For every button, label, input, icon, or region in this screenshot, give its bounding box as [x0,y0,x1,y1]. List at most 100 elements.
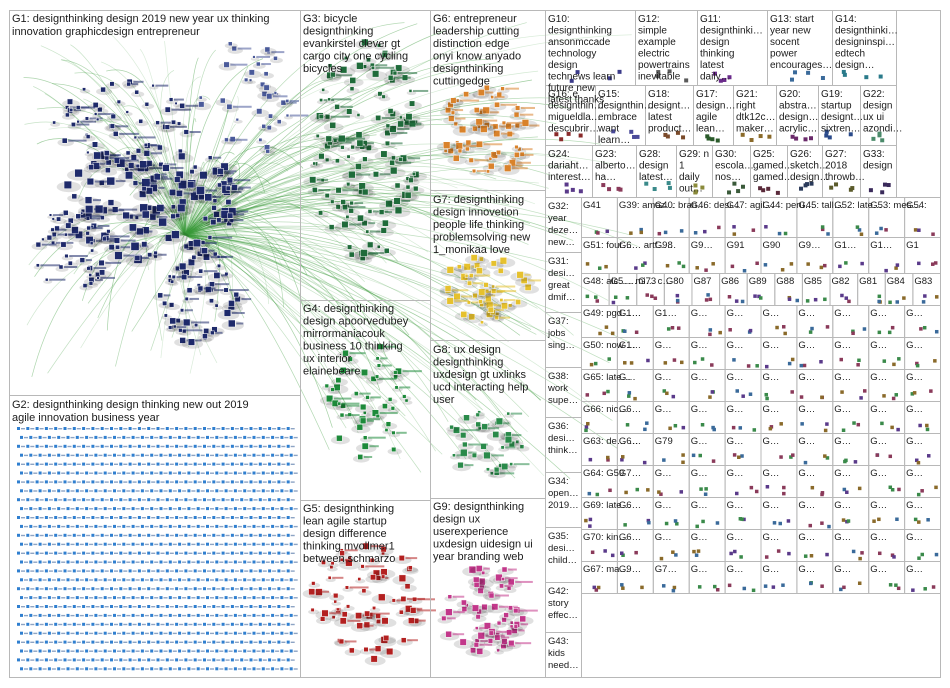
graph-node[interactable] [896,586,901,591]
graph-node[interactable] [140,613,144,617]
graph-node[interactable] [790,357,795,362]
graph-node[interactable] [348,170,356,179]
graph-node[interactable] [884,268,888,273]
graph-node[interactable] [147,658,151,662]
graph-node[interactable] [141,210,150,219]
graph-node[interactable] [710,390,715,394]
graph-node[interactable] [340,145,345,150]
graph-node[interactable] [240,516,244,519]
graph-node[interactable] [163,313,168,318]
graph-node[interactable] [249,516,253,519]
graph-node[interactable] [407,565,413,571]
graph-node[interactable] [71,193,78,200]
graph-node[interactable] [209,281,215,288]
graph-node[interactable] [629,231,633,235]
graph-node[interactable] [44,498,48,502]
graph-node[interactable] [258,498,262,502]
graph-node[interactable] [131,435,135,439]
graph-node[interactable] [95,117,100,122]
graph-node[interactable] [268,569,272,573]
graph-node[interactable] [443,141,451,149]
graph-node[interactable] [277,587,281,591]
graph-node[interactable] [224,489,228,493]
graph-node[interactable] [264,46,271,53]
graph-node[interactable] [66,578,70,582]
graph-node[interactable] [66,489,70,493]
graph-node[interactable] [820,75,825,80]
graph-node[interactable] [736,189,741,194]
graph-node[interactable] [184,296,189,301]
graph-node[interactable] [478,299,483,304]
graph-node[interactable] [271,524,275,528]
graph-node[interactable] [364,610,371,617]
graph-node[interactable] [799,363,804,368]
graph-node[interactable] [252,435,256,439]
graph-node[interactable] [445,608,453,616]
graph-node[interactable] [212,640,216,644]
graph-node[interactable] [886,183,891,188]
graph-node[interactable] [29,507,33,511]
graph-node[interactable] [261,489,265,493]
graph-node[interactable] [103,471,107,475]
graph-node[interactable] [109,123,115,129]
graph-node[interactable] [54,427,58,430]
graph-node[interactable] [168,471,172,475]
graph-node[interactable] [834,182,839,187]
graph-node[interactable] [289,596,293,600]
graph-node[interactable] [230,498,234,502]
graph-node[interactable] [803,460,808,465]
graph-node[interactable] [481,603,488,611]
graph-node[interactable] [240,640,244,644]
graph-node[interactable] [271,560,275,564]
graph-node[interactable] [178,613,182,617]
graph-node[interactable] [794,136,799,141]
graph-node[interactable] [113,435,116,439]
graph-node[interactable] [159,435,163,439]
graph-node[interactable] [330,71,336,78]
graph-node[interactable] [595,492,600,497]
graph-node[interactable] [91,569,95,573]
graph-node[interactable] [280,560,284,564]
graph-node[interactable] [215,435,219,439]
graph-node[interactable] [217,263,222,268]
graph-node[interactable] [446,297,454,305]
graph-node[interactable] [249,587,253,591]
graph-node[interactable] [103,613,107,617]
graph-node[interactable] [57,560,61,564]
graph-node[interactable] [196,489,200,493]
graph-node[interactable] [211,205,217,211]
graph-node[interactable] [203,498,206,502]
graph-node[interactable] [258,658,262,662]
graph-node[interactable] [58,264,64,270]
graph-node[interactable] [165,533,169,537]
graph-node[interactable] [91,551,95,555]
graph-node[interactable] [193,462,197,466]
graph-node[interactable] [63,587,67,591]
graph-node[interactable] [921,300,926,304]
graph-node[interactable] [286,605,290,608]
graph-node[interactable] [673,519,678,523]
graph-node[interactable] [196,560,200,564]
graph-node[interactable] [607,357,611,361]
graph-node[interactable] [700,357,705,361]
graph-node[interactable] [501,577,505,581]
graph-node[interactable] [119,551,123,555]
graph-node[interactable] [165,658,169,662]
graph-node[interactable] [268,444,272,448]
graph-node[interactable] [193,444,197,448]
graph-node[interactable] [258,569,262,573]
graph-node[interactable] [286,427,290,430]
graph-node[interactable] [918,423,922,428]
graph-node[interactable] [286,533,290,537]
graph-node[interactable] [349,647,355,654]
graph-node[interactable] [113,596,116,600]
graph-node[interactable] [47,542,51,546]
graph-node[interactable] [75,596,79,600]
graph-node[interactable] [701,519,705,524]
graph-node[interactable] [171,119,176,125]
graph-node[interactable] [141,241,148,248]
graph-node[interactable] [224,435,228,439]
graph-node[interactable] [616,186,621,191]
graph-node[interactable] [75,542,79,546]
graph-node[interactable] [147,516,151,519]
